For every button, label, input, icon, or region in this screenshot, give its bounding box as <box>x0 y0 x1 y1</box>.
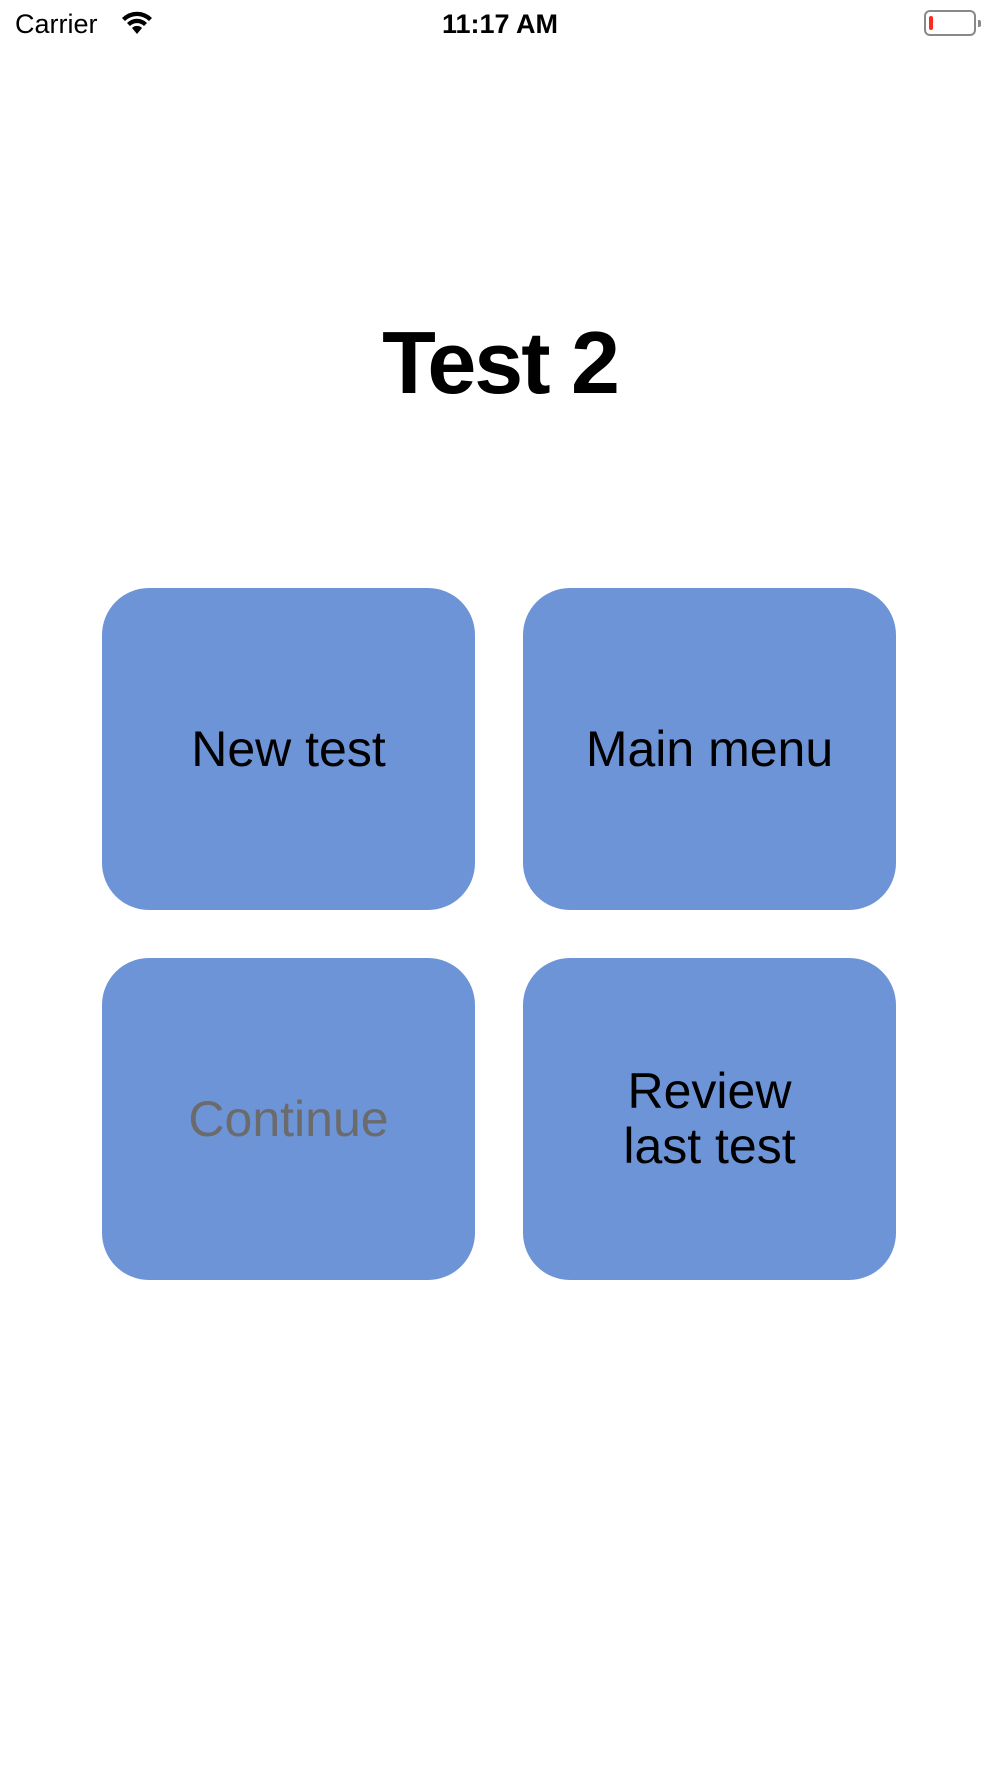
review-line1: Review <box>627 1063 792 1119</box>
status-bar: Carrier 11:17 AM <box>0 0 1000 50</box>
new-test-label: New test <box>191 720 386 777</box>
main-menu-label: Main menu <box>585 720 834 777</box>
main-menu-button[interactable]: Main menu <box>523 588 896 910</box>
new-test-button[interactable]: New test <box>102 588 475 910</box>
continue-button[interactable]: Continue <box>102 958 475 1280</box>
page-title: Test 2 <box>382 313 620 412</box>
wifi-icon <box>122 11 152 34</box>
review-line2: last test <box>623 1118 796 1174</box>
continue-label: Continue <box>188 1090 389 1147</box>
battery-icon <box>924 10 981 36</box>
clock: 11:17 AM <box>441 9 559 39</box>
carrier-label: Carrier <box>15 9 98 39</box>
